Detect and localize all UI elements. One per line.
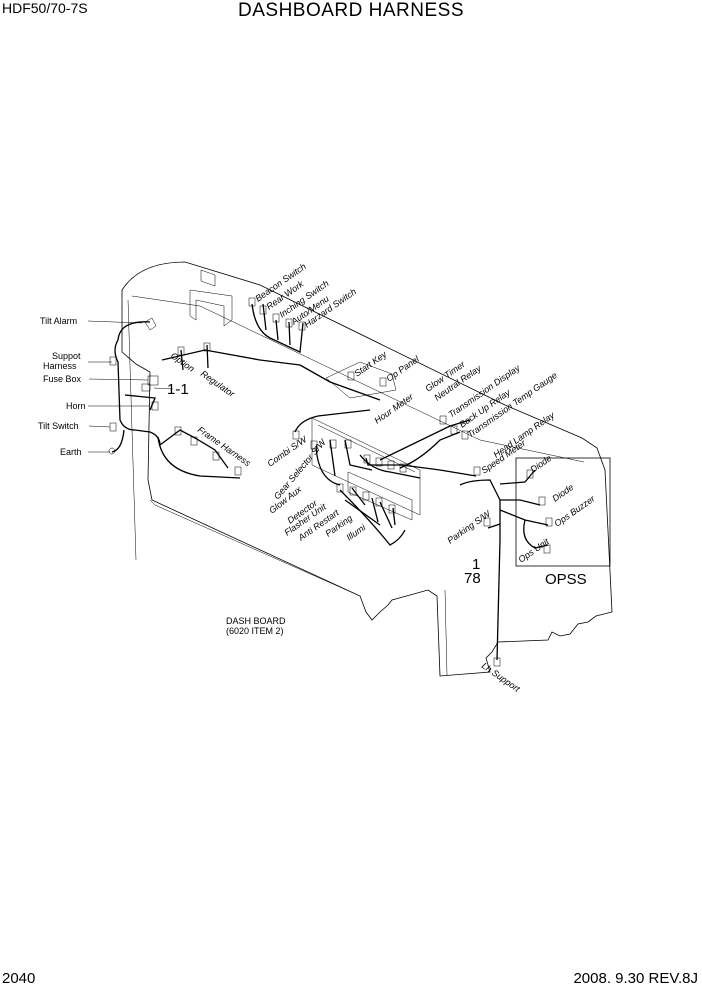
label-ops-unit: Ops Unit	[516, 536, 551, 565]
label-suppot-harness-1: Suppot	[52, 351, 81, 361]
label-tilt-alarm: Tilt Alarm	[40, 316, 77, 326]
callout-1: 1	[472, 556, 480, 573]
left-labels: Tilt Alarm Suppot Harness Fuse Box Horn …	[38, 316, 86, 457]
connector-glyphs	[108, 297, 553, 667]
label-diode-1: Diode	[528, 453, 553, 475]
model-number: HDF50/70-7S	[2, 0, 88, 16]
left-leader-lines	[87, 320, 174, 453]
label-parking-sw: Parking S/W	[445, 508, 493, 546]
label-option: Option	[169, 350, 196, 373]
wire-harness	[111, 303, 549, 661]
callout-1-1: 1-1	[167, 381, 189, 398]
dashboard-outline	[121, 261, 613, 677]
label-start-key: Start Key	[352, 349, 388, 379]
label-regulator: Regulator	[199, 368, 238, 399]
label-hour-meter: Hour Meter	[372, 391, 415, 426]
page-number: 2040	[2, 970, 36, 987]
dash-board-label: DASH BOARD	[226, 616, 286, 626]
label-horn: Horn	[66, 401, 86, 411]
callout-opss: OPSS	[545, 571, 587, 588]
dash-board-item: (6020 ITEM 2)	[226, 626, 284, 636]
label-suppot-harness-2: Harness	[43, 361, 77, 371]
label-lh-support: Lh Support	[480, 660, 522, 694]
opss-box	[515, 457, 611, 567]
label-tilt-switch: Tilt Switch	[38, 421, 79, 431]
page-title: DASHBOARD HARNESS	[238, 0, 464, 21]
callout-78: 78	[464, 570, 481, 587]
callouts: 1-1 1 78 OPSS	[167, 381, 587, 588]
label-diode-2: Diode	[550, 482, 575, 504]
revision-date: 2008. 9.30 REV.8J	[573, 970, 698, 987]
label-op-panel: Op Panel	[384, 353, 421, 383]
label-fuse-box: Fuse Box	[43, 374, 82, 384]
label-earth: Earth	[60, 447, 82, 457]
